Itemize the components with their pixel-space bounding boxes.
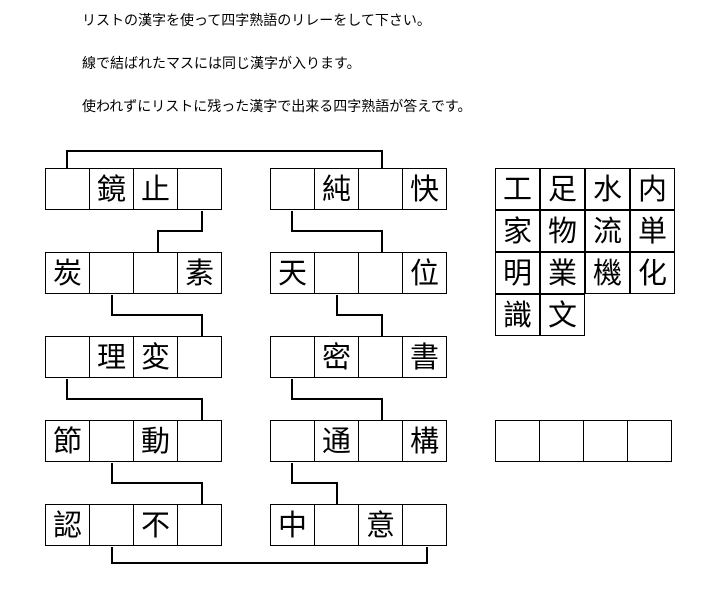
- kanji-cell[interactable]: 書: [402, 336, 447, 378]
- answer-row: [495, 420, 672, 462]
- left-row-2: 炭 素: [45, 252, 222, 294]
- kanji-cell[interactable]: [45, 168, 90, 210]
- kanji-cell[interactable]: 通: [314, 420, 359, 462]
- kanji-cell[interactable]: 理: [89, 336, 134, 378]
- kanji-cell[interactable]: [89, 252, 134, 294]
- kanji-cell[interactable]: 認: [45, 504, 90, 546]
- list-kanji-cell[interactable]: 明: [495, 252, 540, 294]
- kanji-cell[interactable]: 変: [133, 336, 178, 378]
- right-row-3: 密 書: [270, 336, 447, 378]
- kanji-cell[interactable]: [177, 168, 222, 210]
- kanji-cell[interactable]: [89, 504, 134, 546]
- list-kanji-cell[interactable]: 業: [540, 252, 585, 294]
- list-kanji-cell[interactable]: 流: [585, 210, 630, 252]
- kanji-cell[interactable]: [270, 168, 315, 210]
- list-kanji-cell[interactable]: 工: [495, 168, 540, 210]
- right-row-2: 天 位: [270, 252, 447, 294]
- kanji-cell[interactable]: 密: [314, 336, 359, 378]
- connector-line: [66, 150, 383, 168]
- connector-line: [111, 463, 203, 504]
- kanji-cell[interactable]: [270, 420, 315, 462]
- connector-line: [66, 379, 203, 420]
- kanji-cell[interactable]: [89, 420, 134, 462]
- kanji-cell[interactable]: [358, 420, 403, 462]
- left-row-5: 認 不: [45, 504, 222, 546]
- kanji-cell[interactable]: 構: [402, 420, 447, 462]
- list-kanji-cell[interactable]: 文: [540, 294, 585, 336]
- connector-line: [291, 463, 338, 504]
- connector-line: [291, 379, 383, 420]
- kanji-cell[interactable]: 位: [402, 252, 447, 294]
- connector-line: [157, 211, 203, 252]
- list-kanji-cell[interactable]: 水: [585, 168, 630, 210]
- kanji-cell[interactable]: 天: [270, 252, 315, 294]
- list-kanji-cell[interactable]: 機: [585, 252, 630, 294]
- list-kanji-cell[interactable]: 物: [540, 210, 585, 252]
- list-kanji-cell[interactable]: 識: [495, 294, 540, 336]
- kanji-cell[interactable]: [358, 252, 403, 294]
- kanji-cell[interactable]: 動: [133, 420, 178, 462]
- kanji-cell[interactable]: 意: [358, 504, 403, 546]
- left-row-3: 理 変: [45, 336, 222, 378]
- left-row-1: 鏡 止: [45, 168, 222, 210]
- kanji-cell[interactable]: 止: [133, 168, 178, 210]
- kanji-cell[interactable]: [358, 168, 403, 210]
- right-row-1: 純 快: [270, 168, 447, 210]
- instruction-line-1: リストの漢字を使って四字熟語のリレーをして下さい。: [82, 13, 431, 29]
- answer-cell[interactable]: [627, 420, 672, 462]
- kanji-cell[interactable]: 中: [270, 504, 315, 546]
- kanji-cell[interactable]: [177, 336, 222, 378]
- connector-line: [111, 295, 203, 336]
- kanji-cell[interactable]: 快: [402, 168, 447, 210]
- connector-line: [291, 211, 383, 252]
- kanji-cell[interactable]: 素: [177, 252, 222, 294]
- kanji-cell[interactable]: [270, 336, 315, 378]
- instruction-line-3: 使われずにリストに残った漢字で出来る四字熟語が答えです。: [82, 99, 472, 115]
- right-row-4: 通 構: [270, 420, 447, 462]
- kanji-cell[interactable]: [314, 504, 359, 546]
- kanji-cell[interactable]: [45, 336, 90, 378]
- list-kanji-cell[interactable]: 内: [630, 168, 675, 210]
- kanji-cell[interactable]: 鏡: [89, 168, 134, 210]
- kanji-cell[interactable]: [177, 504, 222, 546]
- list-kanji-cell[interactable]: 単: [630, 210, 675, 252]
- kanji-cell[interactable]: [177, 420, 222, 462]
- kanji-cell[interactable]: [402, 504, 447, 546]
- list-kanji-cell[interactable]: 家: [495, 210, 540, 252]
- instruction-line-2: 線で結ばれたマスには同じ漢字が入ります。: [82, 56, 361, 72]
- connector-line: [111, 547, 428, 564]
- answer-cell[interactable]: [583, 420, 628, 462]
- answer-cell[interactable]: [539, 420, 584, 462]
- right-row-5: 中 意: [270, 504, 447, 546]
- left-row-4: 節 動: [45, 420, 222, 462]
- kanji-cell[interactable]: 炭: [45, 252, 90, 294]
- connector-line: [336, 295, 383, 336]
- kanji-cell[interactable]: 節: [45, 420, 90, 462]
- kanji-cell[interactable]: [314, 252, 359, 294]
- kanji-cell[interactable]: 不: [133, 504, 178, 546]
- kanji-cell[interactable]: [133, 252, 178, 294]
- kanji-list: 工 足 水 内 家 物 流 単 明 業 機 化 識 文: [495, 168, 676, 338]
- list-kanji-cell[interactable]: 化: [630, 252, 675, 294]
- kanji-cell[interactable]: [358, 336, 403, 378]
- answer-cell[interactable]: [495, 420, 540, 462]
- list-kanji-cell[interactable]: 足: [540, 168, 585, 210]
- kanji-cell[interactable]: 純: [314, 168, 359, 210]
